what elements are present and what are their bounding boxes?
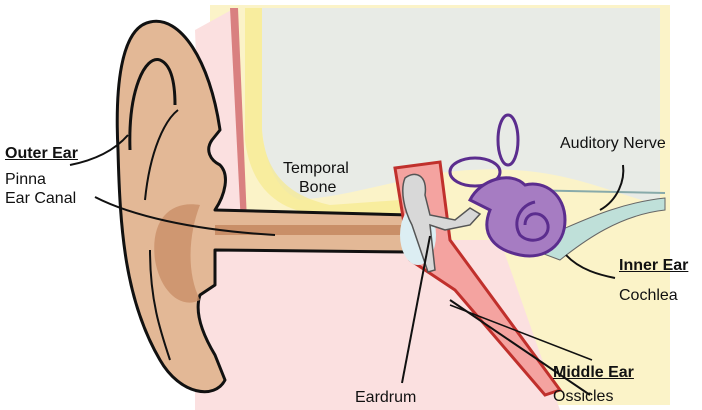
- helix-fold: [128, 58, 177, 151]
- ear-canal-leader-line: [94, 196, 276, 236]
- inner-ear-leader-line: [565, 254, 616, 279]
- middle-ear-label: Middle Ear: [553, 364, 634, 381]
- auditory-nerve-label: Auditory Nerve: [560, 135, 666, 152]
- temporal-bone-yellow: [245, 8, 400, 215]
- ossicles-shape: [402, 173, 482, 273]
- blood-vessel: [230, 8, 248, 245]
- auditory-nerve-leader-line: [599, 164, 625, 211]
- eustachian-tube-line: [449, 299, 591, 396]
- eardrum-leader-line: [401, 235, 431, 384]
- pinna-label: Pinna: [5, 171, 46, 188]
- eardrum-label: Eardrum: [355, 389, 417, 406]
- antihelix-fold: [144, 109, 179, 361]
- temporal-bone-label-line1: Temporal: [283, 160, 349, 177]
- temporal-bone-label-line2: Bone: [299, 179, 337, 196]
- inner-ear-shape: [448, 113, 567, 258]
- brain-region: [262, 8, 660, 205]
- inner-ear-label: Inner Ear: [619, 257, 689, 274]
- outer-ear-leader-line: [69, 134, 129, 166]
- cochlea-label: Cochlea: [619, 287, 678, 304]
- ossicles-label: Ossicles: [553, 388, 614, 405]
- middle-ear-leader-line: [449, 304, 593, 361]
- concha-shading: [154, 204, 200, 303]
- ear-canal-label: Ear Canal: [5, 190, 77, 207]
- outer-ear-label: Outer Ear: [5, 145, 78, 162]
